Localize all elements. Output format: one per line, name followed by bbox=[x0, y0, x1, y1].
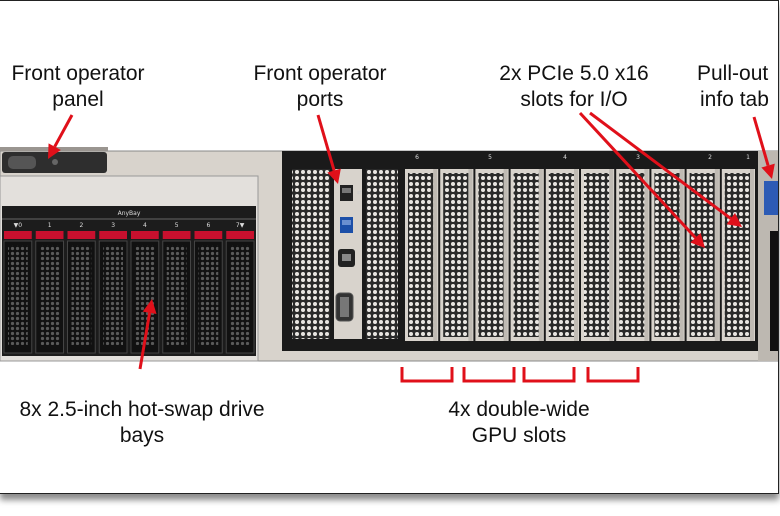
expansion-slot[interactable] bbox=[440, 169, 474, 341]
bay-number: 4 bbox=[143, 222, 147, 229]
label-pull-out-info-tab: Pull-out info tab bbox=[697, 62, 769, 111]
callout-arrows bbox=[48, 111, 775, 370]
bay-number: 5 bbox=[175, 222, 179, 229]
callout-arrow bbox=[48, 114, 74, 159]
slot-number: 1 bbox=[746, 154, 750, 161]
expansion-slot[interactable] bbox=[686, 169, 720, 341]
slot-number: 6 bbox=[415, 154, 419, 161]
server-front-view: AnyBay ▼0 1 2 3 4 5 6 7▼ 6 5 4 3 2 1 ⇄ bbox=[0, 111, 779, 383]
expansion-slot[interactable] bbox=[721, 169, 755, 341]
bay-number: 2 bbox=[79, 222, 83, 229]
expansion-slot[interactable] bbox=[581, 169, 615, 341]
drive-bay[interactable]: 6 bbox=[194, 222, 223, 354]
label-pcie-slots: 2x PCIe 5.0 x16 slots for I/O bbox=[499, 62, 649, 111]
slot-number: 4 bbox=[563, 154, 567, 161]
bay-number: ▼0 bbox=[14, 222, 23, 229]
label-drive-bays: 8x 2.5-inch hot-swap drive bays bbox=[19, 398, 265, 447]
expansion-slot[interactable] bbox=[616, 169, 650, 341]
gpu-slot-brackets bbox=[400, 367, 640, 383]
slot-number: 3 bbox=[636, 154, 640, 161]
pull-out-info-tab[interactable] bbox=[764, 181, 779, 215]
drive-bay[interactable]: ▼0 bbox=[3, 222, 33, 354]
drive-bays: ▼0 1 2 3 4 5 6 7▼ bbox=[3, 222, 255, 354]
vent-grille-left bbox=[292, 169, 330, 339]
drive-bay[interactable]: 7▼ bbox=[225, 222, 255, 354]
bay-number: 3 bbox=[111, 222, 115, 229]
label-gpu-slots: 4x double-wide GPU slots bbox=[448, 398, 590, 447]
label-front-operator-ports: Front operator ports bbox=[253, 62, 387, 111]
expansion-slot[interactable] bbox=[545, 169, 579, 341]
callout-arrow bbox=[138, 299, 157, 370]
drive-bay[interactable]: 5 bbox=[162, 222, 191, 354]
slot-number: 5 bbox=[488, 154, 492, 161]
bay-number: 7▼ bbox=[236, 222, 245, 229]
expansion-slot[interactable] bbox=[510, 169, 544, 341]
bay-number: 6 bbox=[206, 222, 210, 229]
label-front-operator-panel: Front operator panel bbox=[11, 62, 145, 111]
anybay-label: AnyBay bbox=[118, 210, 141, 217]
drive-bay[interactable]: 3 bbox=[98, 222, 128, 354]
diagram-frame: AnyBay ▼0 1 2 3 4 5 6 7▼ 6 5 4 3 2 1 ⇄ bbox=[0, 0, 779, 494]
gpu-bracket bbox=[522, 367, 576, 383]
slot-number-row: 6 5 4 3 2 1 bbox=[415, 154, 750, 161]
slot-number: 2 bbox=[708, 154, 712, 161]
gpu-bracket bbox=[586, 367, 640, 383]
callout-arrow bbox=[589, 111, 742, 227]
callout-arrow bbox=[752, 116, 775, 179]
expansion-slot[interactable] bbox=[475, 169, 509, 341]
vent-grille-center bbox=[366, 169, 398, 339]
expansion-slot[interactable] bbox=[405, 169, 439, 341]
callout-arrow bbox=[578, 111, 705, 248]
svg-text:⇄: ⇄ bbox=[357, 189, 362, 196]
gpu-bracket bbox=[400, 367, 454, 383]
callout-arrow bbox=[316, 114, 341, 184]
drive-bay[interactable]: 1 bbox=[35, 222, 64, 354]
drive-bay[interactable]: 2 bbox=[67, 222, 96, 354]
gpu-bracket bbox=[462, 367, 516, 383]
bay-number: 1 bbox=[48, 222, 52, 229]
